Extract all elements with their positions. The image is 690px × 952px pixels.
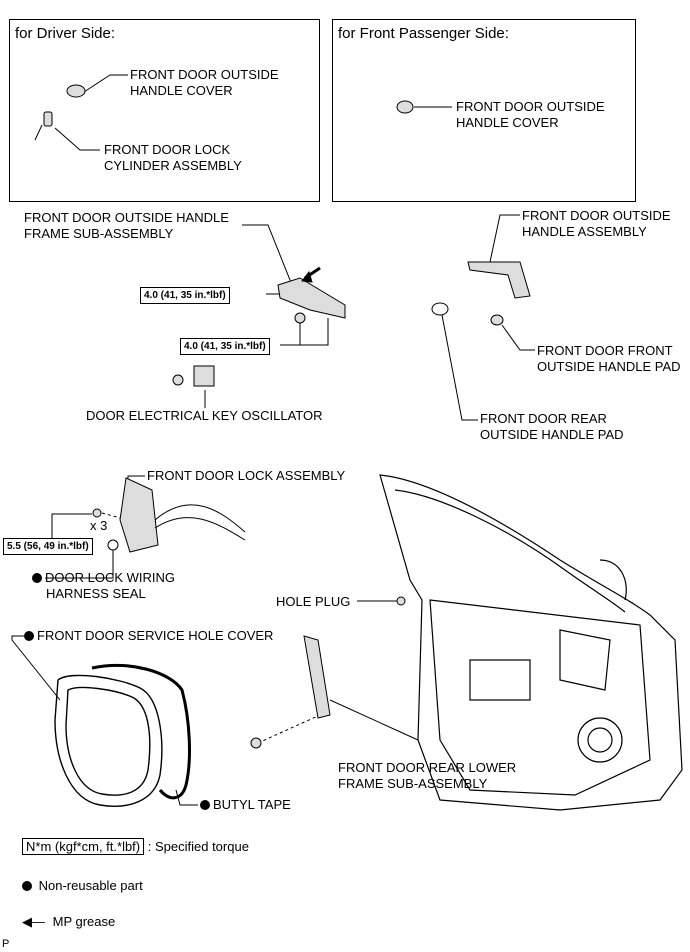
non-reusable-dot-icon xyxy=(24,631,34,641)
torque-spec-lock: 5.5 (56, 49 in.*lbf) xyxy=(3,538,93,555)
hole-plug-part xyxy=(396,596,406,606)
key-oscillator-label: DOOR ELECTRICAL KEY OSCILLATOR xyxy=(86,408,323,423)
handle-assembly-label-2: HANDLE ASSEMBLY xyxy=(522,224,647,239)
passenger-handle-cover-part xyxy=(396,100,414,114)
butyl-tape-part xyxy=(91,664,191,800)
mp-grease-arrow-icon: ◀— xyxy=(22,914,45,929)
lock-cylinder-label-2: CYLINDER ASSEMBLY xyxy=(104,158,242,173)
legend-mp-grease: ◀— MP grease xyxy=(22,914,116,929)
torque-spec-frame-lower: 4.0 (41, 35 in.*lbf) xyxy=(180,338,270,355)
driver-handle-cover-label-2: HANDLE COVER xyxy=(130,83,233,98)
key-oscillator-part xyxy=(193,365,215,387)
leader-driver-handle-cover xyxy=(83,74,128,93)
leader-handle-assembly xyxy=(489,214,520,263)
passenger-side-box: for Front Passenger Side: xyxy=(332,19,636,202)
door-lock-assembly-part xyxy=(119,477,159,553)
leader-rear-lower-frame xyxy=(329,699,419,741)
outside-handle-assembly-part xyxy=(467,261,531,299)
hole-plug-label: HOLE PLUG xyxy=(276,594,351,609)
front-pad-label-1: FRONT DOOR FRONT xyxy=(537,343,673,358)
frame-sub-assembly-part xyxy=(277,277,346,319)
wiring-seal-label-2: HARNESS SEAL xyxy=(46,586,146,601)
legend-non-reusable: Non-reusable part xyxy=(22,878,143,894)
rear-handle-pad-part xyxy=(431,302,449,316)
frame-sub-assembly-label-1: FRONT DOOR OUTSIDE HANDLE xyxy=(24,210,229,225)
leader-torque-3 xyxy=(51,513,92,538)
driver-side-title: for Driver Side: xyxy=(15,25,116,42)
lock-cylinder-label-1: FRONT DOOR LOCK xyxy=(104,142,231,157)
leader-front-pad xyxy=(501,324,535,351)
wiring-seal-label-1: DOOR LOCK WIRING xyxy=(32,570,175,586)
oscillator-bolt-part xyxy=(172,374,184,386)
non-reusable-dot-icon xyxy=(200,800,210,810)
leader-driver-lock-cylinder xyxy=(54,127,100,151)
frame-bolt-part xyxy=(294,312,306,324)
handle-assembly-label-1: FRONT DOOR OUTSIDE xyxy=(522,208,671,223)
front-door-part xyxy=(379,474,683,811)
rear-lower-frame-label-2: FRAME SUB-ASSEMBLY xyxy=(338,776,488,791)
passenger-handle-cover-label-1: FRONT DOOR OUTSIDE xyxy=(456,99,605,114)
rear-lower-frame-label-1: FRONT DOOR REAR LOWER xyxy=(338,760,517,775)
driver-lock-cylinder-part xyxy=(43,111,53,127)
legend-torque-desc: : Specified torque xyxy=(147,839,249,854)
service-hole-cover-part xyxy=(54,674,163,807)
torque-spec-frame-upper: 4.0 (41, 35 in.*lbf) xyxy=(140,287,230,304)
leader-service-hole-cover xyxy=(11,635,61,701)
rear-pad-label-1: FRONT DOOR REAR xyxy=(480,411,607,426)
legend-torque: N*m (kgf*cm, ft.*lbf) : Specified torque xyxy=(22,838,249,855)
rear-lower-frame-part xyxy=(303,635,331,719)
wiring-seal-part xyxy=(107,539,119,551)
front-pad-label-2: OUTSIDE HANDLE PAD xyxy=(537,359,681,374)
leader-butyl-tape xyxy=(175,789,198,806)
driver-side-box: for Driver Side: xyxy=(9,19,320,202)
driver-handle-cover-label-1: FRONT DOOR OUTSIDE xyxy=(130,67,279,82)
driver-handle-cover-part xyxy=(66,84,86,98)
rear-lower-frame-bolt-part xyxy=(250,737,262,749)
passenger-side-title: for Front Passenger Side: xyxy=(338,25,509,42)
footer-code: P xyxy=(2,938,10,950)
bolt-dashed-line xyxy=(257,714,321,744)
leader-torque-2 xyxy=(280,318,329,346)
quantity-label: x 3 xyxy=(90,518,108,533)
lock-screw-part xyxy=(92,508,102,518)
leader-frame-sub-assembly xyxy=(242,224,293,286)
service-hole-cover-label: FRONT DOOR SERVICE HOLE COVER xyxy=(24,628,273,644)
non-reusable-dot-icon xyxy=(22,881,32,891)
front-handle-pad-part xyxy=(490,314,504,326)
non-reusable-dot-icon xyxy=(32,573,42,583)
lock-assembly-label: FRONT DOOR LOCK ASSEMBLY xyxy=(147,468,346,483)
butyl-tape-label: BUTYL TAPE xyxy=(200,797,291,813)
rear-pad-label-2: OUTSIDE HANDLE PAD xyxy=(480,427,624,442)
legend-torque-unit: N*m (kgf*cm, ft.*lbf) xyxy=(22,838,145,855)
passenger-handle-cover-label-2: HANDLE COVER xyxy=(456,115,559,130)
leader-wiring-seal xyxy=(45,548,114,579)
leader-rear-pad xyxy=(441,314,478,421)
frame-sub-assembly-label-2: FRAME SUB-ASSEMBLY xyxy=(24,226,174,241)
